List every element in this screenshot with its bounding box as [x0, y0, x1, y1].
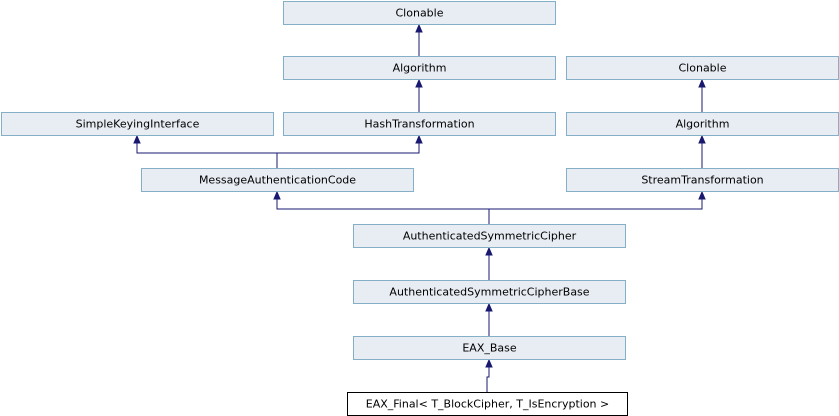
class-node-stream-transformation[interactable]: StreamTransformation	[566, 168, 839, 192]
class-node-algorithm-1[interactable]: Algorithm	[283, 56, 556, 80]
edge-line	[488, 198, 703, 224]
class-node-authenticated-symmetric-cipher-base[interactable]: AuthenticatedSymmetricCipherBase	[353, 280, 626, 304]
inheritance-edge	[485, 246, 493, 280]
class-node-eax-final: EAX_Final< T_BlockCipher, T_IsEncryption…	[347, 392, 628, 416]
arrow-head-icon	[485, 246, 493, 256]
inheritance-edge	[698, 78, 706, 112]
inheritance-edge	[698, 134, 706, 168]
arrow-head-icon	[415, 134, 423, 144]
class-node-box	[353, 224, 626, 248]
class-node-label: MessageAuthenticationCode	[199, 174, 356, 187]
edge-line	[276, 142, 420, 168]
class-node-box	[283, 112, 556, 136]
class-node-label: Algorithm	[393, 62, 447, 75]
inheritance-edge	[276, 134, 423, 168]
arrow-head-icon	[698, 134, 706, 144]
class-node-label: AuthenticatedSymmetricCipher	[403, 230, 577, 243]
class-node-label: Clonable	[396, 7, 444, 20]
edge-line	[486, 366, 490, 392]
class-node-label: Algorithm	[676, 118, 730, 131]
edge-line	[276, 198, 490, 224]
class-node-label: EAX_Base	[462, 342, 517, 355]
class-node-label: Clonable	[679, 62, 727, 75]
class-node-box	[283, 56, 556, 80]
class-node-authenticated-symmetric-cipher[interactable]: AuthenticatedSymmetricCipher	[353, 224, 626, 248]
class-node-label: EAX_Final< T_BlockCipher, T_IsEncryption…	[366, 398, 609, 411]
class-node-box	[353, 280, 626, 304]
arrow-head-icon	[698, 190, 706, 200]
arrow-head-icon	[415, 23, 423, 33]
arrow-head-icon	[133, 134, 141, 144]
class-node-label: AuthenticatedSymmetricCipherBase	[389, 286, 589, 299]
class-node-box	[283, 1, 556, 25]
edge-line	[136, 142, 278, 168]
inheritance-edge	[415, 23, 423, 56]
inheritance-edge	[488, 190, 706, 224]
inheritance-edge	[133, 134, 278, 168]
inheritance-edge	[415, 78, 423, 112]
class-node-box	[353, 336, 626, 360]
class-node-simple-keying-interface[interactable]: SimpleKeyingInterface	[1, 112, 274, 136]
inheritance-edge	[273, 190, 490, 224]
class-node-clonable-1[interactable]: Clonable	[283, 1, 556, 25]
inheritance-edge	[485, 358, 493, 392]
inheritance-edge	[485, 302, 493, 336]
class-node-box	[141, 168, 414, 192]
class-node-label: SimpleKeyingInterface	[76, 118, 200, 131]
arrow-head-icon	[485, 358, 493, 368]
arrow-head-icon	[415, 78, 423, 88]
class-node-label: StreamTransformation	[641, 174, 763, 187]
arrow-head-icon	[698, 78, 706, 88]
class-node-algorithm-2[interactable]: Algorithm	[566, 112, 839, 136]
class-node-eax-base[interactable]: EAX_Base	[353, 336, 626, 360]
arrow-head-icon	[273, 190, 281, 200]
edges-layer	[133, 23, 706, 392]
class-node-label: HashTransformation	[364, 118, 474, 131]
class-node-box	[1, 112, 274, 136]
class-node-clonable-2[interactable]: Clonable	[566, 56, 839, 80]
arrow-head-icon	[485, 302, 493, 312]
class-node-hash-transformation[interactable]: HashTransformation	[283, 112, 556, 136]
class-node-message-authentication-code[interactable]: MessageAuthenticationCode	[141, 168, 414, 192]
